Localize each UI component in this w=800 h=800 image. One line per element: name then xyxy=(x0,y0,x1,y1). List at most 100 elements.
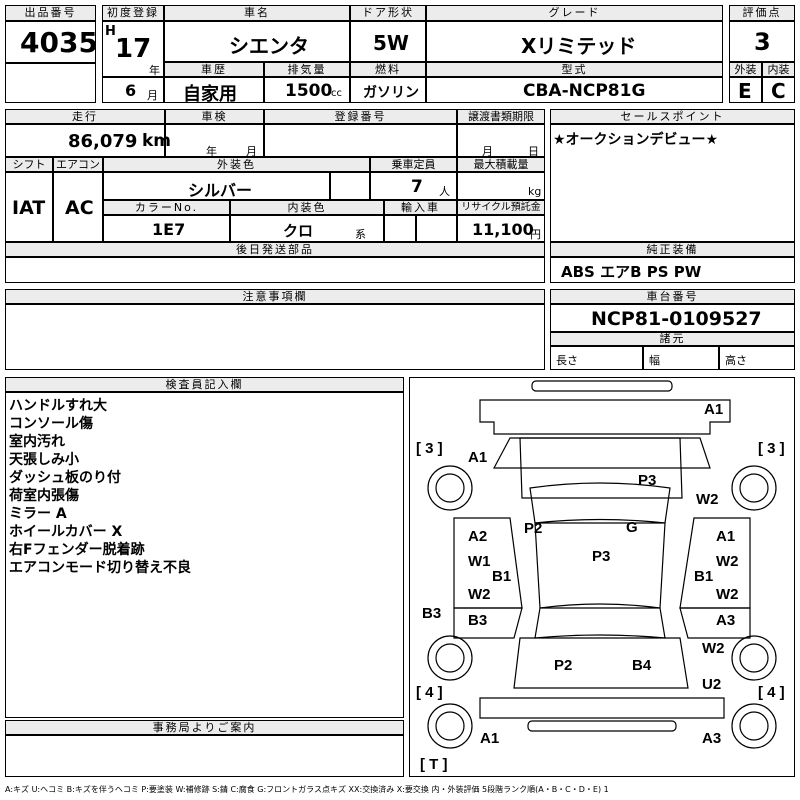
mark-l-b: B1 xyxy=(492,568,512,585)
fuel-cell: ガソリン xyxy=(350,77,426,103)
length-label: 長さ xyxy=(556,354,578,367)
transfer-cell: 月 日 xyxy=(457,124,545,158)
legend: A:キズ U:ヘコミ B:キズを伴うヘコミ P:要塗装 W:補修跡 S:錆 C:… xyxy=(5,785,609,794)
mileage: 86,079 xyxy=(68,131,138,152)
mark-rear-glass-right: B4 xyxy=(632,657,652,674)
grade-cell: Xリミテッド xyxy=(426,21,723,62)
specs-label: 諸元 xyxy=(550,332,795,346)
color-no-cell: 1E7 xyxy=(103,215,230,242)
int-color-label: 内装色 xyxy=(230,200,384,215)
transfer-day-unit: 日 xyxy=(528,145,539,158)
grade-label: グレード xyxy=(426,5,723,21)
history: 自家用 xyxy=(183,84,237,105)
office-cell xyxy=(5,735,404,777)
inspector-line: ミラー A xyxy=(9,506,67,522)
mark-l-rear-window: W2 xyxy=(468,586,491,603)
mark-rear-glass-left: P2 xyxy=(554,657,573,674)
mark-l-front-door: A2 xyxy=(468,528,488,545)
inspection-cell: 年 月 xyxy=(165,124,264,158)
inspector-line: ホイールカバー X xyxy=(9,524,123,540)
shift: IAT xyxy=(12,197,46,219)
tire-front-left: [ 3 ] xyxy=(416,440,443,457)
import-cell-a xyxy=(384,215,416,242)
ext-color-blank xyxy=(330,172,370,200)
later-parts-label: 後日発送部品 xyxy=(5,242,545,257)
recycle-cell: 11,100 円 xyxy=(457,215,545,242)
mark-rear-bumper-left: A1 xyxy=(480,730,500,747)
later-parts-cell xyxy=(5,257,545,283)
inspector-line: コンソール傷 xyxy=(9,416,93,432)
mark-l-rear-door: B3 xyxy=(468,612,488,629)
door-label: ドア形状 xyxy=(350,5,426,21)
mark-r-rear-door: A3 xyxy=(716,612,736,629)
score-label: 評価点 xyxy=(729,5,795,21)
ext-color: シルバー xyxy=(188,181,253,200)
first-reg-cell: H 17 年 xyxy=(102,21,164,77)
recycle-label: リサイクル預託金 xyxy=(457,200,545,215)
width-label: 幅 xyxy=(649,354,660,367)
mark-l-front-window: W1 xyxy=(468,553,491,570)
model-cell: CBA-NCP81G xyxy=(426,77,723,103)
car-name-label: 車名 xyxy=(164,5,350,21)
model-label: 型式 xyxy=(426,62,723,77)
inspector-label: 検査員記入欄 xyxy=(5,377,404,392)
tire-rear-right: [ 4 ] xyxy=(758,684,785,701)
color-no-label: カラーNo. xyxy=(103,200,230,215)
score-cell: 3 xyxy=(729,21,795,62)
mark-r-rear-window: W2 xyxy=(716,586,739,603)
length-cell: 長さ xyxy=(550,346,643,370)
chassis-label: 車台番号 xyxy=(550,289,795,304)
max-load-label: 最大積載量 xyxy=(457,157,545,172)
reg-month-unit: 月 xyxy=(147,89,158,102)
rear-bumper-outline xyxy=(527,720,677,732)
ac-label: エアコン xyxy=(53,157,103,172)
history-label: 車歴 xyxy=(164,62,264,77)
equipment-label: 純正装備 xyxy=(550,242,795,257)
mark-pillar: P2 xyxy=(524,520,543,537)
capacity-label: 乗車定員 xyxy=(370,157,457,172)
mark-hood-left: A1 xyxy=(468,449,488,466)
front-outline xyxy=(479,399,731,435)
inspector-line: エアコンモード切り替え不良 xyxy=(9,560,191,576)
capacity-cell: 7 人 xyxy=(370,172,457,200)
inspector-line: 天張しみ小 xyxy=(9,452,79,468)
inspector-notes: ハンドルすれ大 コンソール傷 室内汚れ 天張しみ小 ダッシュ板のり付 荷室内張傷… xyxy=(5,392,404,718)
inspector-line: 右Fフェンダー脱着跡 xyxy=(9,542,145,558)
reg-year-unit: 年 xyxy=(149,64,160,77)
grade: Xリミテッド xyxy=(521,34,637,58)
mark-r-rear: U2 xyxy=(702,676,722,693)
displacement-unit: cc xyxy=(331,88,342,99)
chassis-number: NCP81-0109527 xyxy=(591,308,762,330)
car-diagram-svg xyxy=(427,380,777,749)
capacity-unit: 人 xyxy=(439,185,450,198)
fuel: ガソリン xyxy=(363,85,419,101)
sales-point-text: ★オークションデビュー★ xyxy=(553,132,719,148)
inspector-line: ダッシュ板のり付 xyxy=(9,470,121,486)
recycle-unit: 円 xyxy=(530,228,541,241)
mark-roof-front: P3 xyxy=(638,472,657,489)
car-name-cell: シエンタ xyxy=(164,21,350,62)
lot-no-blank xyxy=(5,63,96,103)
height-label: 高さ xyxy=(725,354,747,367)
interior-cell: C xyxy=(762,77,795,103)
interior-label: 内装 xyxy=(762,62,795,77)
mark-glass: G xyxy=(626,519,638,536)
lot-no-cell: 4035 xyxy=(5,21,98,63)
exterior-label: 外装 xyxy=(729,62,762,77)
car-name: シエンタ xyxy=(229,34,309,58)
max-load-unit: kg xyxy=(528,185,542,198)
transfer-label: 譲渡書類期限 xyxy=(457,109,545,124)
front-bumper-outline xyxy=(531,380,673,392)
mark-r-front-door: A1 xyxy=(716,528,736,545)
left-side-rear xyxy=(453,607,523,639)
history-cell: 自家用 xyxy=(164,77,264,105)
ac-cell: AC xyxy=(53,172,103,242)
lot-no: 4035 xyxy=(20,26,98,59)
windshield-outline xyxy=(519,437,683,499)
notes-label: 注意事項欄 xyxy=(5,289,545,304)
notes-cell xyxy=(5,304,545,370)
sales-point-label: セールスポイント xyxy=(550,109,795,124)
int-color-unit: 系 xyxy=(355,228,366,241)
reg-year: 17 xyxy=(115,34,152,64)
height-cell: 高さ xyxy=(719,346,795,370)
